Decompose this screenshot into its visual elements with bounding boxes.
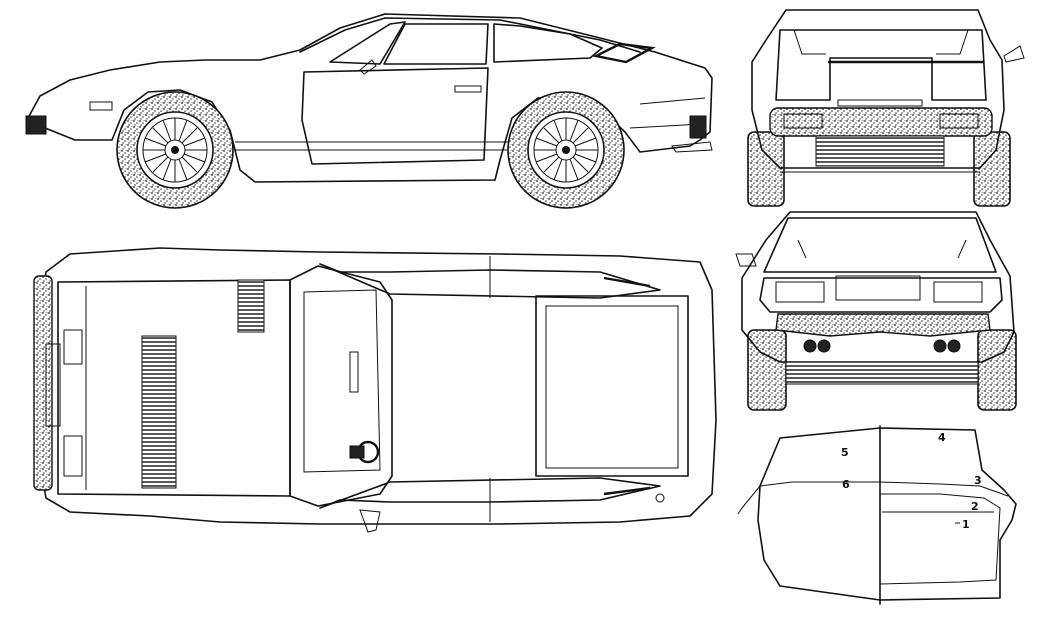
side-mirror	[359, 59, 377, 75]
callout-label-4: 4	[938, 431, 946, 444]
rear-window-top	[535, 295, 689, 477]
front-view	[747, 9, 1025, 207]
front-grille	[769, 107, 993, 137]
door-handle	[454, 85, 482, 93]
exhaust-pipe	[803, 339, 817, 353]
section-body-outline	[757, 427, 1017, 601]
callout-label-5: 5	[841, 446, 849, 459]
callout-label-6: 6	[842, 478, 850, 491]
rear-view-right-tire	[977, 329, 1017, 411]
rear-view	[735, 211, 1017, 411]
rear-bumper	[689, 115, 707, 139]
hood-stripes	[141, 335, 177, 489]
rear-view-mirror	[735, 253, 757, 267]
section-view: 1 2 3 4 5 6	[737, 425, 1017, 605]
side-door	[301, 67, 489, 165]
callout-label-3: 3	[974, 474, 982, 487]
callout-label-1: 1	[962, 518, 970, 531]
side-rear-window	[493, 23, 603, 63]
top-body-outline	[35, 247, 717, 525]
front-bumper-top	[33, 275, 53, 491]
front-view-mirror	[1003, 45, 1025, 63]
rear-right-taillight	[933, 281, 983, 303]
front-view-left-tire	[747, 131, 785, 207]
rear-view-body	[741, 211, 1015, 363]
callout-label-2: 2	[971, 500, 979, 513]
side-vent	[592, 42, 656, 64]
top-mirror	[359, 509, 381, 533]
rear-wheel	[507, 91, 625, 209]
front-air-intake	[815, 135, 945, 167]
front-wheel	[116, 91, 234, 209]
side-view	[25, 13, 713, 209]
side-body-outline	[27, 13, 713, 183]
rear-bumper-panel	[775, 313, 991, 337]
front-view-body	[751, 9, 1005, 169]
rear-left-taillight	[775, 281, 825, 303]
rear-view-left-tire	[747, 329, 787, 411]
top-view	[33, 247, 717, 533]
side-windshield	[329, 21, 406, 65]
front-marker-light	[89, 101, 113, 111]
front-view-right-tire	[973, 131, 1011, 207]
side-roofline	[299, 17, 641, 53]
front-bumper-light	[25, 115, 47, 135]
side-window	[383, 23, 489, 65]
